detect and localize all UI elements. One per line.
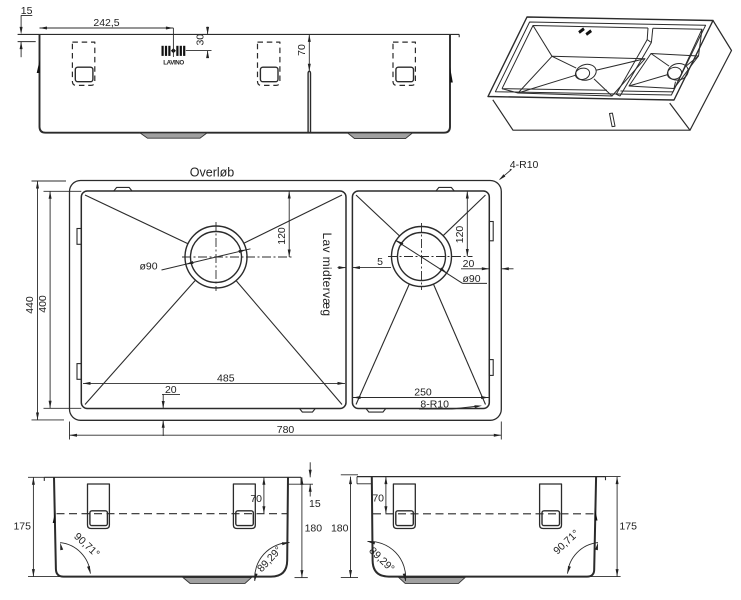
svg-text:175: 175 bbox=[13, 521, 31, 533]
svg-text:30: 30 bbox=[195, 34, 207, 46]
svg-text:70: 70 bbox=[250, 493, 262, 505]
svg-text:5: 5 bbox=[377, 256, 383, 268]
svg-text:180: 180 bbox=[305, 522, 323, 534]
svg-text:440: 440 bbox=[24, 296, 36, 314]
svg-text:180: 180 bbox=[331, 522, 349, 534]
svg-text:ø90: ø90 bbox=[140, 261, 158, 273]
svg-text:8-R10: 8-R10 bbox=[420, 399, 449, 411]
svg-text:15: 15 bbox=[21, 5, 33, 17]
svg-text:20: 20 bbox=[463, 258, 475, 270]
svg-text:ø90: ø90 bbox=[463, 273, 481, 285]
svg-text:70: 70 bbox=[296, 44, 308, 56]
svg-text:70: 70 bbox=[372, 493, 384, 505]
svg-text:120: 120 bbox=[276, 227, 288, 245]
svg-text:120: 120 bbox=[454, 226, 466, 244]
svg-text:Lav midtervæg: Lav midtervæg bbox=[320, 233, 334, 317]
svg-text:LAVINO: LAVINO bbox=[163, 60, 184, 67]
svg-text:780: 780 bbox=[277, 424, 295, 436]
svg-text:485: 485 bbox=[217, 372, 235, 384]
svg-text:250: 250 bbox=[414, 387, 432, 399]
svg-text:Overløb: Overløb bbox=[190, 166, 235, 180]
svg-text:175: 175 bbox=[619, 521, 637, 533]
svg-text:242,5: 242,5 bbox=[93, 17, 119, 29]
svg-text:20: 20 bbox=[165, 384, 177, 396]
svg-text:400: 400 bbox=[37, 295, 49, 313]
svg-text:15: 15 bbox=[309, 498, 321, 510]
svg-text:4-R10: 4-R10 bbox=[510, 159, 539, 171]
